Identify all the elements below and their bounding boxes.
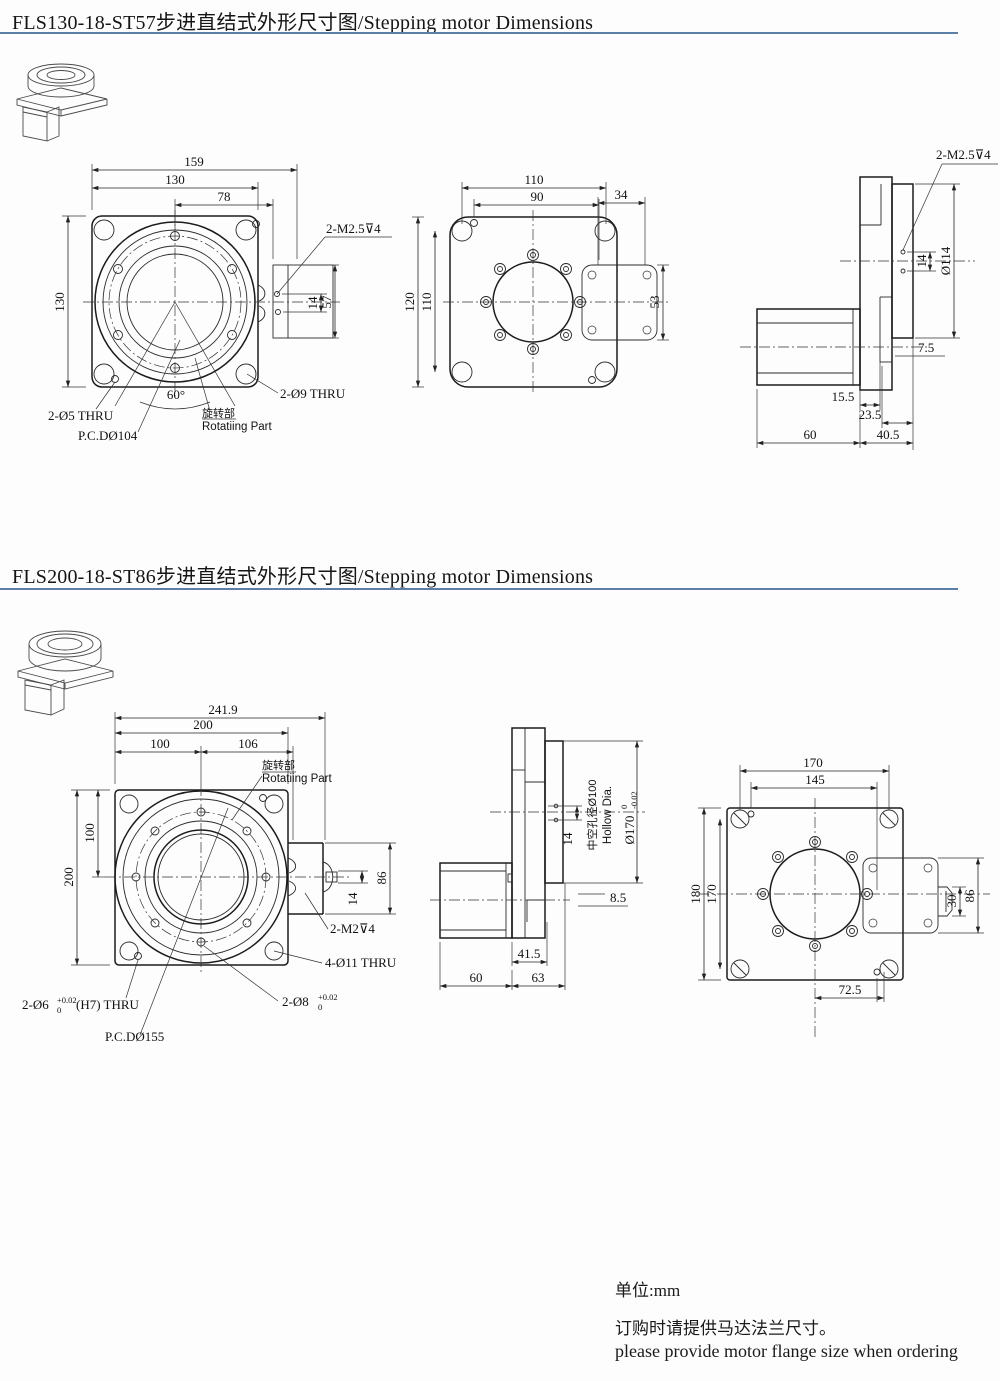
dim-dia170-tol-bot: -0.02 — [629, 791, 639, 809]
dim-180: 180 — [688, 884, 703, 904]
label-2-d6: 2-Ø6 — [22, 997, 49, 1012]
fls200-front-view: 241.9 200 100 106 旋转部 Rotatiing Part 100… — [22, 702, 397, 1044]
dim-57: 57 — [319, 295, 334, 309]
section2-title: FLS200-18-ST86步进直结式外形尺寸图/Stepping motor … — [12, 566, 594, 588]
dim-dia170-tol-top: 0 — [619, 805, 629, 809]
fls200-front-dimensions: 241.9 200 100 106 旋转部 Rotatiing Part 100… — [22, 702, 397, 1044]
dim-200-top: 200 — [193, 717, 213, 732]
fls130-top-outline — [443, 210, 671, 395]
label-tap-m25-side: 2-M2.5⊽4 — [936, 147, 991, 162]
label-rotating-part-en: Rotatiing Part — [202, 421, 272, 433]
fls130-product-thumbnail — [16, 63, 108, 142]
dim-60-side: 60 — [804, 427, 817, 442]
dim-106: 106 — [238, 736, 258, 751]
label-4-d11-thru: 4-Ø11 THRU — [325, 955, 397, 970]
dim-14-side: 14 — [914, 254, 929, 268]
dim-53: 53 — [647, 296, 662, 309]
dim-41-5: 41.5 — [518, 946, 541, 961]
dim-90: 90 — [531, 189, 544, 204]
dim-241-9: 241.9 — [208, 702, 237, 717]
ordering-note-cn: 订购时请提供马达法兰尺寸。 — [615, 1319, 836, 1338]
label-hollow-cn: 中空孔径Ø100 — [585, 780, 599, 851]
dim-200-left: 200 — [61, 867, 76, 887]
dim-8-5: 8.5 — [610, 890, 626, 905]
label-2-d5-thru: 2-Ø5 THRU — [48, 408, 114, 423]
dim-100-left: 100 — [82, 823, 97, 843]
dim-78: 78 — [218, 189, 231, 204]
section1-title: FLS130-18-ST57步进直结式外形尺寸图/Stepping motor … — [12, 12, 594, 34]
fls200-rear-view: 170 145 180 170 30 86 72.5 — [688, 755, 990, 1040]
fls130-side-dimensions: 2-M2.5⊽4 14 Ø114 7.5 15.5 23.5 60 40.5 — [756, 147, 998, 450]
dim-40-5: 40.5 — [877, 427, 900, 442]
dim-dia114: Ø114 — [938, 246, 953, 275]
label-tap-m2: 2-M2⊽4 — [330, 921, 375, 936]
label-rotating-part-cn: 旋转部 — [202, 406, 235, 420]
fls200-side-view: 14 中空孔径Ø100 Hollow Dia. Ø170 0 -0.02 8.5… — [430, 727, 645, 990]
unit-note: 单位:mm — [615, 1281, 681, 1300]
dim-130-top: 130 — [165, 172, 185, 187]
label-tap-m25: 2-M2.5⊽4 — [326, 221, 381, 236]
dim-7-5: 7.5 — [918, 340, 934, 355]
label-2-d9-thru: 2-Ø9 THRU — [280, 386, 346, 401]
dim-angle-60: 60° — [167, 387, 185, 402]
fls130-top-dimensions: 110 90 34 120 110 53 — [402, 172, 669, 388]
fls130-front-outline — [83, 210, 340, 410]
label-2-d8-tol-bot: 0 — [318, 1002, 322, 1012]
dim-14: 14 — [305, 296, 320, 310]
fls200-side-dimensions: 14 中空孔径Ø100 Hollow Dia. Ø170 0 -0.02 8.5… — [439, 740, 643, 990]
dim-130-left: 130 — [52, 292, 67, 312]
fls130-front-dimensions: 159 130 78 130 14 57 60° 2-M2.5⊽4 2-Ø9 T… — [48, 154, 392, 443]
dim-14-front: 14 — [345, 892, 360, 906]
dim-23-5: 23.5 — [859, 407, 882, 422]
dim-34: 34 — [615, 187, 629, 202]
dim-dia170: Ø170 — [622, 816, 637, 845]
fls200-product-thumbnail — [17, 630, 114, 716]
label-pcd104: P.C.DØ104 — [78, 428, 138, 443]
label-2-d6-tol-bot: 0 — [57, 1005, 61, 1015]
dim-159: 159 — [184, 154, 204, 169]
fls200-side-outline — [430, 727, 645, 939]
dim-72-5: 72.5 — [839, 982, 862, 997]
fls200-rear-outline — [698, 798, 990, 1040]
fls200-front-outline — [105, 785, 352, 975]
dim-120: 120 — [402, 292, 417, 312]
fls130-front-view: 159 130 78 130 14 57 60° 2-M2.5⊽4 2-Ø9 T… — [48, 154, 392, 443]
ordering-note-en: please provide motor flange size when or… — [615, 1341, 958, 1361]
dim-dia170-group: Ø170 0 -0.02 — [619, 791, 639, 844]
fls130-side-outline — [740, 176, 975, 391]
label-rotating-part-en-2: Rotatiing Part — [262, 773, 332, 785]
fls130-side-view: 2-M2.5⊽4 14 Ø114 7.5 15.5 23.5 60 40.5 — [740, 147, 998, 450]
fls200-rear-dimensions: 170 145 180 170 30 86 72.5 — [688, 755, 984, 1002]
dim-86-front: 86 — [374, 871, 389, 885]
dim-15-5: 15.5 — [832, 389, 855, 404]
section1-divider — [0, 32, 958, 34]
dim-63: 63 — [532, 970, 545, 985]
dim-60-side2: 60 — [470, 970, 483, 985]
label-2-d6-suffix: (H7) THRU — [76, 997, 140, 1012]
dim-170-left: 170 — [704, 884, 719, 904]
dim-30: 30 — [944, 895, 959, 908]
label-2-d8-tol-top: +0.02 — [318, 992, 338, 1002]
label-pcd155: P.C.DØ155 — [105, 1029, 164, 1044]
section2-divider — [0, 588, 958, 590]
dim-14-side2: 14 — [560, 832, 575, 846]
dim-170-top: 170 — [803, 755, 823, 770]
dim-145: 145 — [805, 772, 825, 787]
label-rotating-part-cn-2: 旋转部 — [262, 758, 295, 772]
dim-110-left: 110 — [419, 292, 434, 311]
dim-86-rear: 86 — [962, 889, 977, 903]
fls130-top-view: 110 90 34 120 110 53 — [402, 172, 671, 395]
label-2-d8: 2-Ø8 — [282, 994, 309, 1009]
dim-110-top: 110 — [524, 172, 543, 187]
label-2-d6-tol-top: +0.02 — [57, 995, 77, 1005]
dim-100-top: 100 — [150, 736, 170, 751]
label-hollow-en: Hollow Dia. — [602, 786, 614, 844]
